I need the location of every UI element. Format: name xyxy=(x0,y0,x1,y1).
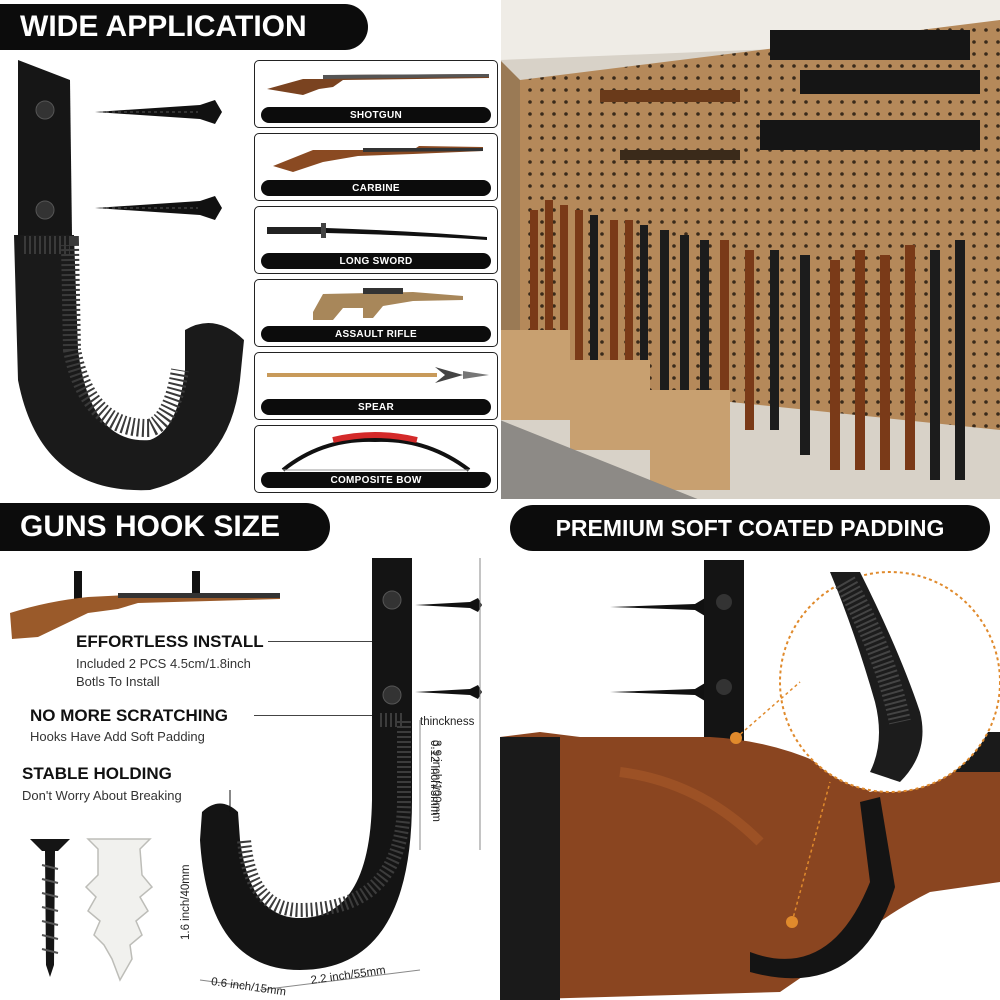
application-item-long-sword: LONG SWORD xyxy=(254,206,498,274)
wall-anchor-icon xyxy=(84,838,154,982)
item-label: SPEAR xyxy=(261,399,491,415)
feature-desc-no-more-scratching: Hooks Have Add Soft Padding xyxy=(30,729,205,744)
gun-store-wall-photo xyxy=(500,0,1000,500)
gun-store-illustration xyxy=(500,0,1000,500)
feature-desc-effortless-install-2: Botls To Install xyxy=(76,674,160,689)
feature-desc-effortless-install-1: Included 2 PCS 4.5cm/1.8inch xyxy=(76,656,251,671)
wide-application-title-text: WIDE APPLICATION xyxy=(20,10,307,43)
application-item-composite-bow: COMPOSITE BOW xyxy=(254,425,498,493)
padding-title-text: PREMIUM SOFT COATED PADDING xyxy=(555,514,945,541)
item-label: ASSAULT RIFLE xyxy=(261,326,491,342)
rifle-on-hook-photo xyxy=(500,560,1000,1000)
item-label: COMPOSITE BOW xyxy=(261,472,491,488)
carbine-icon xyxy=(273,146,483,172)
feature-title-effortless-install: EFFORTLESS INSTALL xyxy=(76,632,264,651)
application-item-spear: SPEAR xyxy=(254,352,498,420)
wide-application-title: WIDE APPLICATION xyxy=(0,4,368,50)
feature-desc-stable-holding: Don't Worry About Breaking xyxy=(22,788,182,803)
application-item-carbine: CARBINE xyxy=(254,133,498,201)
dimension-hook-height: 1.6 inch/40mm xyxy=(180,864,192,940)
wall-hook-image xyxy=(14,60,244,491)
padding-title: PREMIUM SOFT COATED PADDING xyxy=(510,505,990,551)
long-sword-icon xyxy=(267,223,487,240)
hook-dimension-diagram xyxy=(199,558,482,991)
application-item-shotgun: SHOTGUN xyxy=(254,60,498,128)
screw-icon xyxy=(95,196,222,220)
mounted-shotgun-image xyxy=(10,571,280,639)
item-label: LONG SWORD xyxy=(261,253,491,269)
hook-size-title: GUNS HOOK SIZE xyxy=(0,503,330,551)
panel-divider-horizontal xyxy=(0,499,1000,502)
feature-leader-line xyxy=(268,641,378,642)
screw-icon xyxy=(95,100,222,124)
shotgun-icon xyxy=(267,74,489,95)
feature-leader-line xyxy=(254,715,372,716)
feature-title-no-more-scratching: NO MORE SCRATCHING xyxy=(30,706,229,725)
screw-icon xyxy=(30,839,70,977)
application-item-assault-rifle: ASSAULT RIFLE xyxy=(254,279,498,347)
composite-bow-icon xyxy=(281,432,471,472)
item-label: CARBINE xyxy=(261,180,491,196)
assault-rifle-icon xyxy=(313,288,463,320)
dimension-thickness-label: thinckness xyxy=(420,716,475,728)
feature-title-stable-holding: STABLE HOLDING xyxy=(22,764,172,783)
dimension-thickness: 0.12 inch/3mm xyxy=(428,740,440,816)
item-label: SHOTGUN xyxy=(261,107,491,123)
hook-size-title-text: GUNS HOOK SIZE xyxy=(20,510,281,543)
spear-icon xyxy=(267,367,489,383)
